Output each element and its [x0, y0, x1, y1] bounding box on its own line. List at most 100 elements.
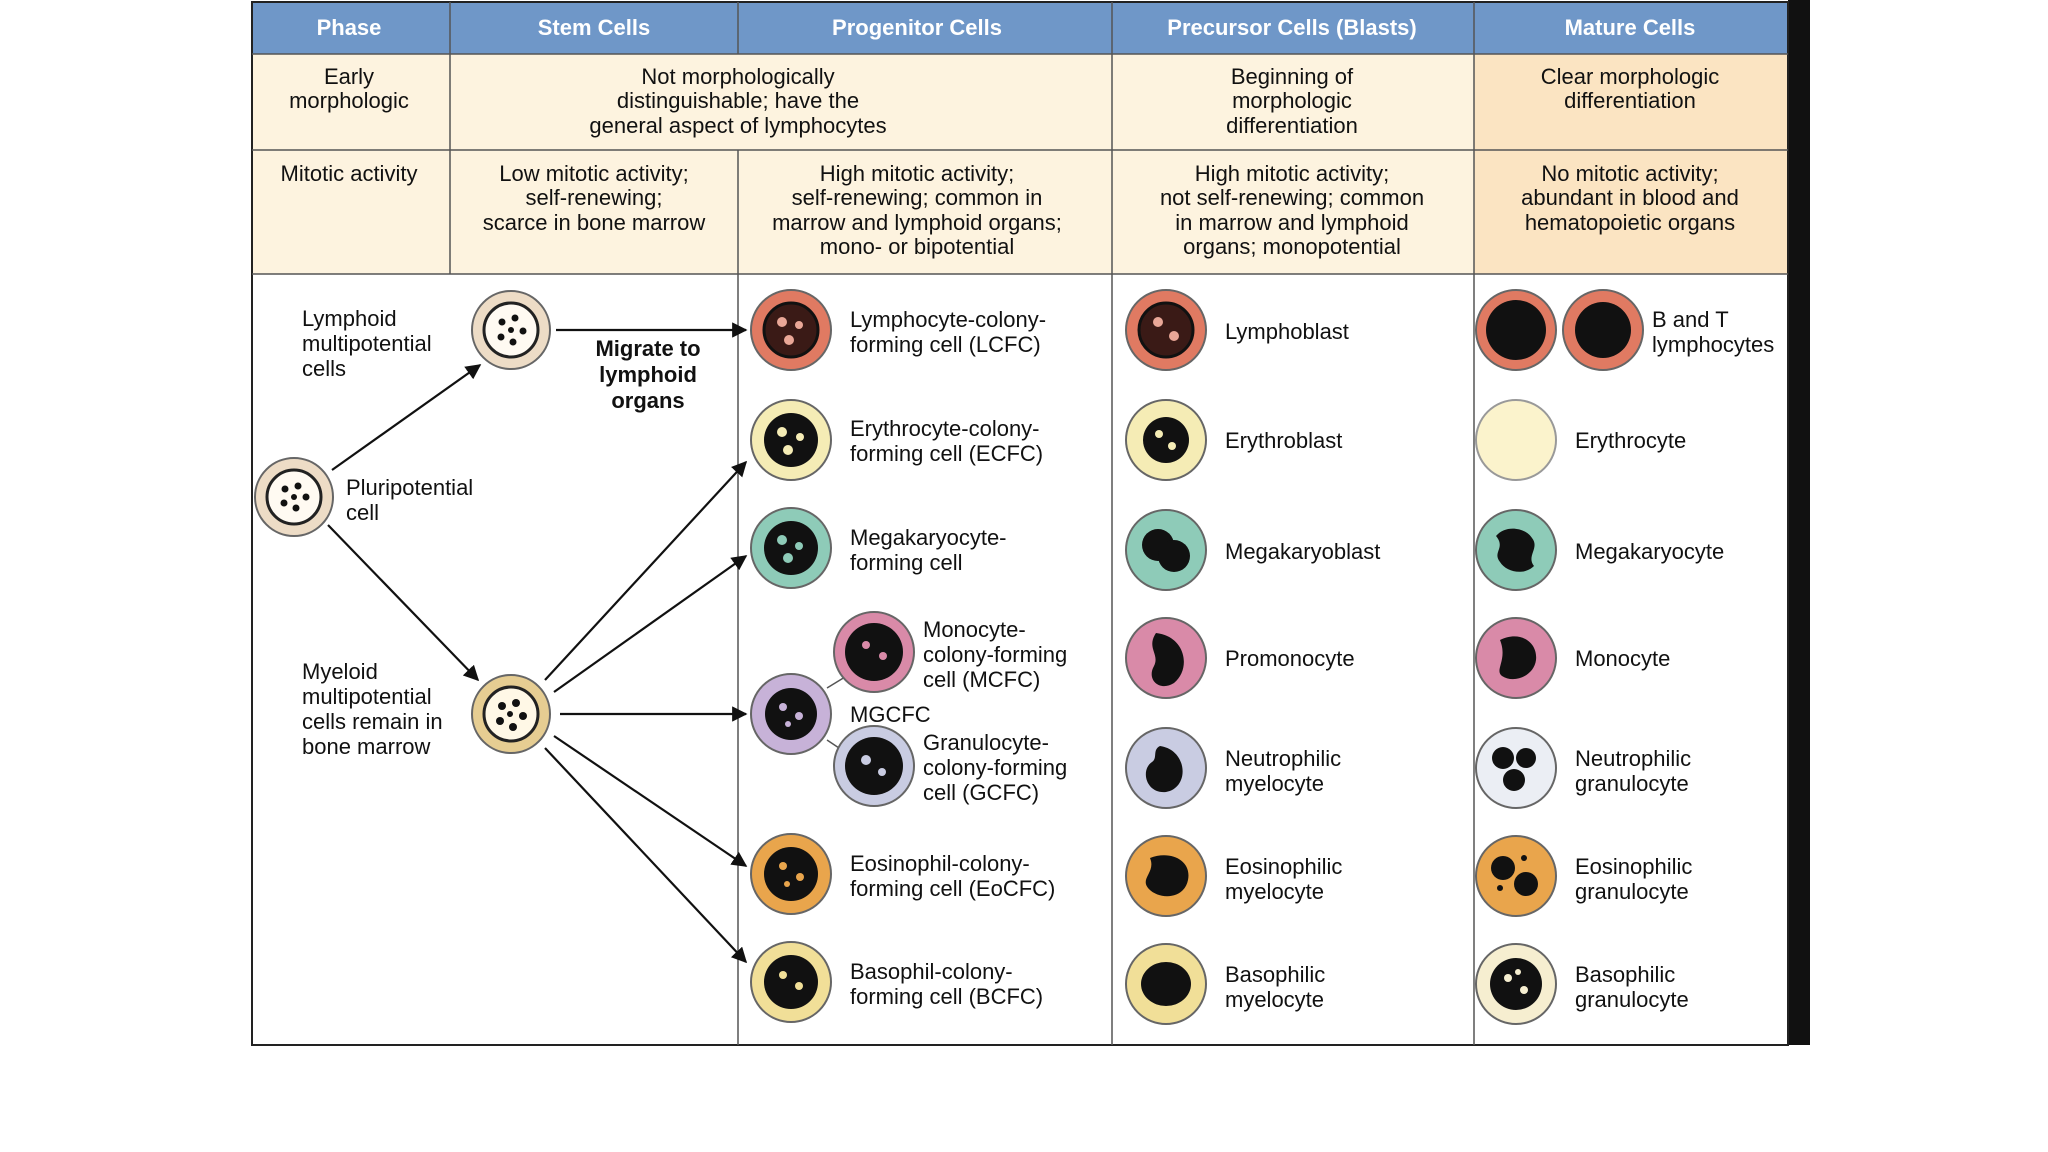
lymphoblast-cell-icon: [1125, 289, 1207, 371]
row-early-morphologic-mature-background: [1474, 54, 1788, 150]
neutrophilic-myelocyte-label: Neutrophilic myelocyte: [1225, 746, 1341, 796]
label-line: Eosinophilic: [1575, 854, 1692, 879]
label-line: forming cell (ECFC): [850, 441, 1043, 466]
erythroblast-label: Erythroblast: [1225, 428, 1342, 453]
megakaryocyte-fc-label: Megakaryocyte- forming cell: [850, 525, 1007, 575]
gcfc-cell-icon: [833, 725, 915, 807]
column-header-phase: Phase: [317, 15, 382, 40]
monocyte-label: Monocyte: [1575, 646, 1670, 671]
row-label-mitotic-activity: Mitotic activity: [281, 161, 418, 186]
label-line: Myeloid: [302, 659, 378, 684]
header-background: [252, 2, 1788, 54]
cell-line: abundant in blood and: [1521, 185, 1739, 210]
row-0-stem-progenitor-cell: Not morphologically distinguishable; hav…: [589, 64, 886, 138]
arrow-to-myeloid: [327, 524, 480, 682]
label-line: B and T: [1652, 307, 1729, 332]
lymphoid-multipotential-cell: [471, 290, 551, 370]
basophilic-granulocyte-label: Basophilic granulocyte: [1575, 962, 1689, 1012]
t-lymphocyte-cell-icon: [1562, 289, 1644, 371]
megakaryoblast-cell-icon: [1125, 509, 1207, 591]
row-early-morphologic-background: [252, 54, 1474, 150]
mgcfc-cell-icon: [750, 673, 832, 755]
label-line: myelocyte: [1225, 771, 1324, 796]
table-header: Phase Stem Cells Progenitor Cells Precur…: [252, 2, 1788, 54]
basophilic-myelocyte-cell-icon: [1125, 943, 1207, 1025]
label-line: granulocyte: [1575, 879, 1689, 904]
row-1-precursor-cell: High mitotic activity; not self-renewing…: [1160, 161, 1424, 259]
basophilic-myelocyte-label: Basophilic myelocyte: [1225, 962, 1325, 1012]
label-line: forming cell (LCFC): [850, 332, 1041, 357]
row-label-line: Early: [324, 64, 374, 89]
label-line: Lymphocyte-colony-: [850, 307, 1046, 332]
label-line: Migrate to: [595, 336, 700, 361]
row-0-mature-cell: Clear morphologic differentiation: [1541, 64, 1720, 113]
label-line: multipotential: [302, 684, 432, 709]
lcfc-cell-icon: [750, 289, 832, 371]
monocyte-cell-icon: [1475, 617, 1557, 699]
neutrophilic-granulocyte-label: Neutrophilic granulocyte: [1575, 746, 1691, 796]
cell-line: self-renewing; common in: [792, 185, 1043, 210]
label-line: Lymphoid: [302, 306, 397, 331]
label-line: cell (GCFC): [923, 780, 1039, 805]
label-line: forming cell: [850, 550, 962, 575]
label-line: granulocyte: [1575, 987, 1689, 1012]
gcfc-label: Granulocyte- colony-forming cell (GCFC): [923, 730, 1067, 805]
erythrocyte-label: Erythrocyte: [1575, 428, 1686, 453]
label-line: Basophil-colony-: [850, 959, 1013, 984]
row-1-stem-cell: Low mitotic activity; self-renewing; sca…: [483, 161, 706, 235]
megakaryocyte-fc-cell-icon: [750, 507, 832, 589]
mgcfc-label: MGCFC: [850, 702, 931, 727]
ecfc-label: Erythrocyte-colony- forming cell (ECFC): [850, 416, 1043, 466]
label-line: cells: [302, 356, 346, 381]
label-line: forming cell (EoCFC): [850, 876, 1055, 901]
row-mitotic-background: [252, 150, 1474, 274]
row-label-line: Mitotic activity: [281, 161, 418, 186]
column-header-progenitor-cells: Progenitor Cells: [832, 15, 1002, 40]
label-line: colony-forming: [923, 755, 1067, 780]
row-mitotic-mature-background: [1474, 150, 1788, 274]
label-line: lymphocytes: [1652, 332, 1774, 357]
megakaryocyte-cell-icon: [1475, 509, 1557, 591]
cell-line: Low mitotic activity;: [499, 161, 689, 186]
cell-line: High mitotic activity;: [820, 161, 1014, 186]
bcfc-label: Basophil-colony- forming cell (BCFC): [850, 959, 1043, 1009]
pluripotential-cell: [254, 457, 334, 537]
pluripotential-cell-label: Pluripotential cell: [346, 475, 473, 525]
myeloid-multipotential-label: Myeloid multipotential cells remain in b…: [302, 659, 443, 759]
erythrocyte-cell-icon: [1475, 399, 1557, 481]
label-line: Pluripotential: [346, 475, 473, 500]
arrow-to-lymphoid: [331, 364, 482, 471]
row-1-progenitor-cell: High mitotic activity; self-renewing; co…: [772, 161, 1062, 259]
label-line: Monocyte-: [923, 617, 1026, 642]
cell-line: organs; monopotential: [1183, 234, 1401, 259]
label-line: granulocyte: [1575, 771, 1689, 796]
row-0-precursor-cell: Beginning of morphologic differentiation: [1226, 64, 1358, 138]
label-line: cell (MCFC): [923, 667, 1040, 692]
column-header-precursor-cells: Precursor Cells (Blasts): [1167, 15, 1416, 40]
eocfc-cell-icon: [750, 833, 832, 915]
row-label-line: morphologic: [289, 88, 409, 113]
cell-line: self-renewing;: [526, 185, 663, 210]
eosinophilic-myelocyte-label: Eosinophilic myelocyte: [1225, 854, 1342, 904]
right-border-bar: [1788, 0, 1810, 1045]
cell-line: Not morphologically: [641, 64, 834, 89]
arrow-to-megakaryocyte-fc: [553, 555, 748, 693]
mcfc-cell-icon: [833, 611, 915, 693]
eosinophilic-granulocyte-cell-icon: [1475, 835, 1557, 917]
arrow-to-eocfc: [553, 735, 748, 867]
lymphoblast-label: Lymphoblast: [1225, 319, 1349, 344]
label-line: Basophilic: [1225, 962, 1325, 987]
b-and-t-lymphocytes-label: B and T lymphocytes: [1652, 307, 1774, 357]
column-header-stem-cells: Stem Cells: [538, 15, 651, 40]
label-line: Erythrocyte-colony-: [850, 416, 1040, 441]
label-line: myelocyte: [1225, 987, 1324, 1012]
lymphoid-multipotential-label: Lymphoid multipotential cells: [302, 306, 432, 381]
cell-line: Beginning of: [1231, 64, 1354, 89]
label-line: cell: [346, 500, 379, 525]
label-line: Megakaryocyte-: [850, 525, 1007, 550]
promonocyte-cell-icon: [1125, 617, 1207, 699]
eosinophilic-granulocyte-label: Eosinophilic granulocyte: [1575, 854, 1692, 904]
myeloid-multipotential-cell: [471, 674, 551, 754]
cell-line: marrow and lymphoid organs;: [772, 210, 1062, 235]
label-line: MGCFC: [850, 702, 931, 727]
